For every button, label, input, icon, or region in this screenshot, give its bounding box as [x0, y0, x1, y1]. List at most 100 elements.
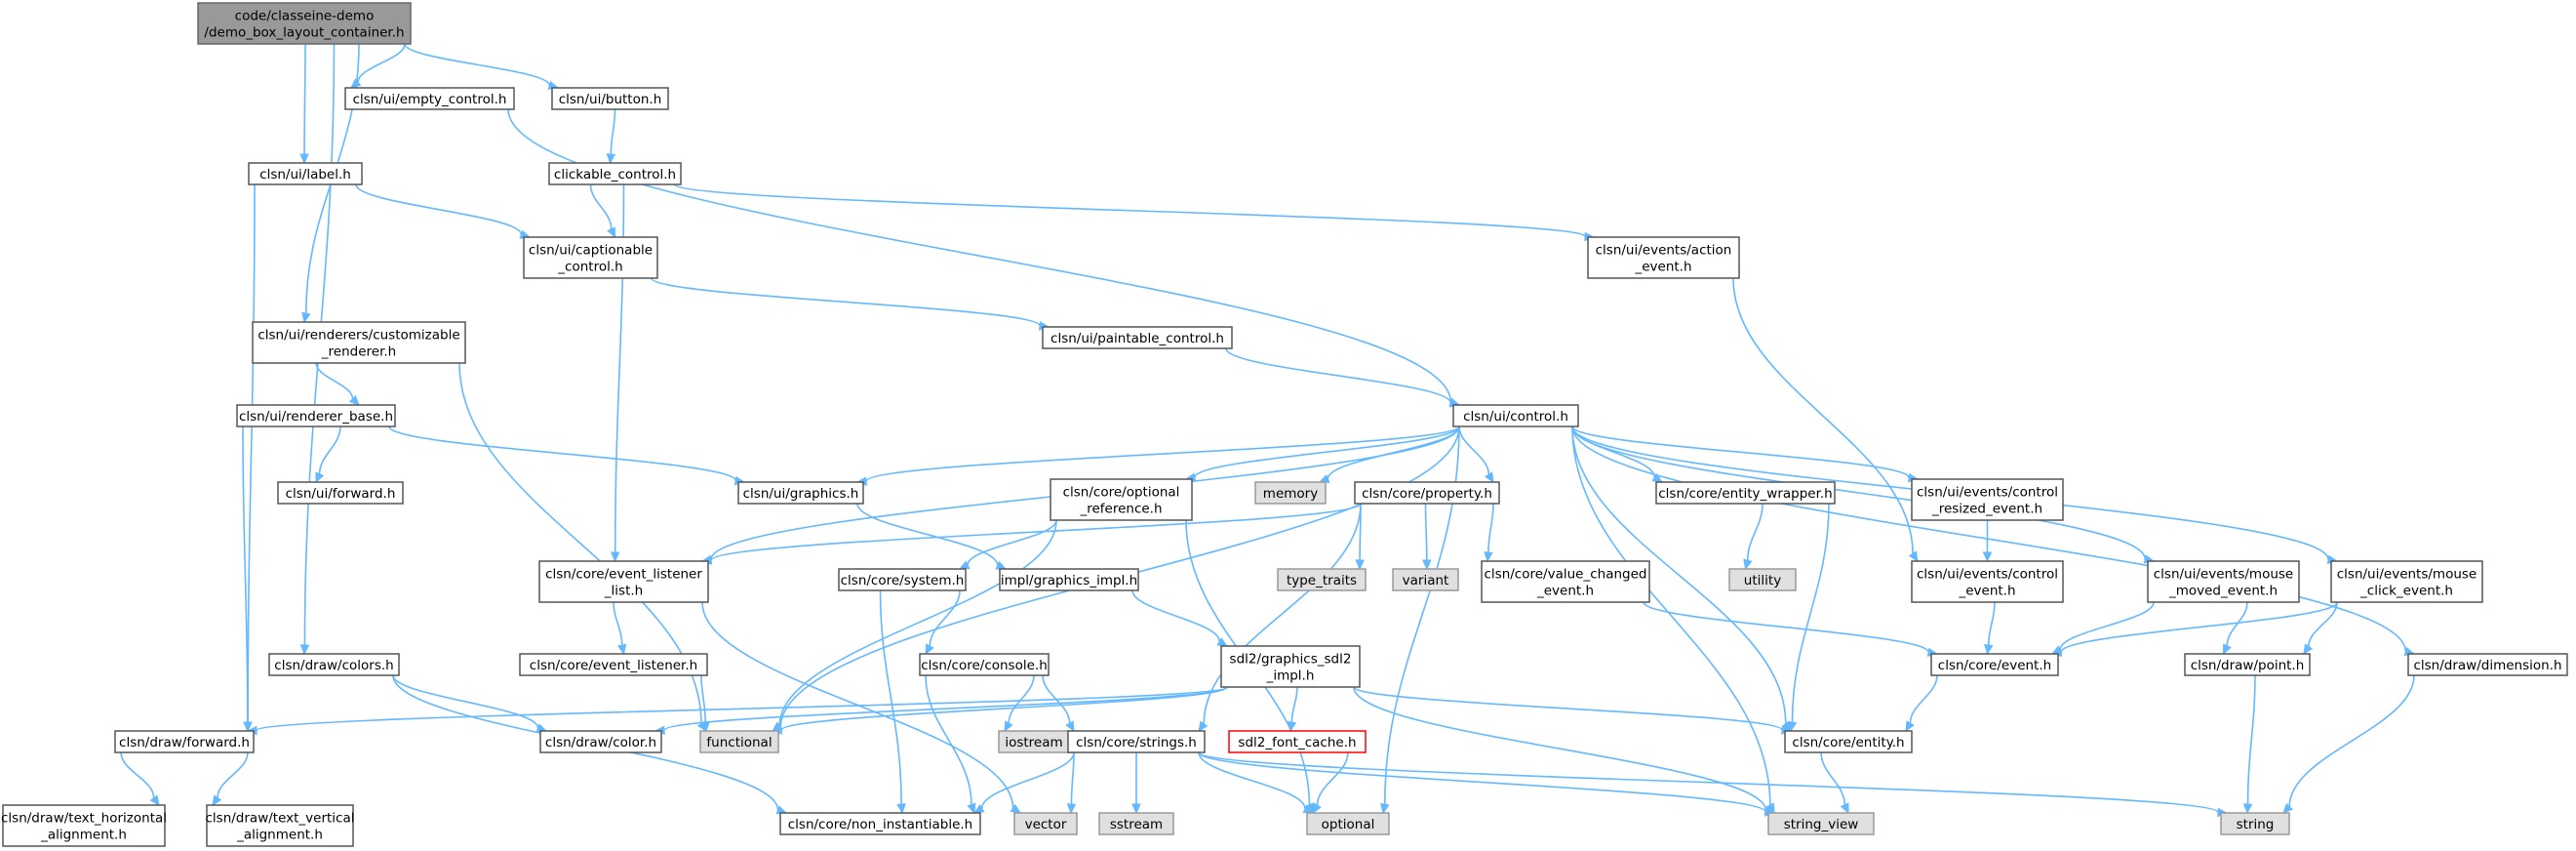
node-non_instantiable[interactable]: clsn/core/non_instantiable.h: [779, 812, 981, 835]
node-draw_point[interactable]: clsn/draw/point.h: [2184, 653, 2311, 676]
node-utility[interactable]: utility: [1728, 568, 1797, 591]
node-ui_forward[interactable]: clsn/ui/forward.h: [277, 481, 404, 505]
node-string_view[interactable]: string_view: [1767, 812, 1875, 835]
node-vector[interactable]: vector: [1013, 812, 1078, 835]
node-control_resized[interactable]: clsn/ui/events/control_resized_event.h: [1911, 478, 2064, 521]
node-customizable_renderer[interactable]: clsn/ui/renderers/customizable_renderer.…: [252, 321, 466, 364]
node-property[interactable]: clsn/core/property.h: [1354, 481, 1500, 505]
edge-event_listener_list-to-event_listener: [613, 601, 627, 656]
node-entity_wrapper[interactable]: clsn/core/entity_wrapper.h: [1655, 481, 1836, 505]
node-label: clsn/ui/forward.h: [286, 486, 396, 502]
node-label: clsn/core/entity_wrapper.h: [1658, 486, 1833, 502]
node-label[interactable]: clsn/ui/label.h: [248, 162, 363, 185]
node-draw_colors[interactable]: clsn/draw/colors.h: [268, 653, 400, 676]
node-label: clsn/ui/captionable: [529, 243, 653, 259]
edge-line: [879, 589, 902, 805]
edge-line: [1732, 277, 1914, 554]
node-graphics[interactable]: clsn/ui/graphics.h: [737, 481, 864, 505]
node-paintable_control[interactable]: clsn/ui/paintable_control.h: [1042, 326, 1233, 349]
edge-arrowhead: [925, 643, 934, 656]
edge-line: [613, 601, 623, 646]
node-sdl2_font_cache[interactable]: sdl2_font_cache.h: [1228, 730, 1367, 753]
edge-clickable_control-to-action_event: [674, 183, 1596, 242]
edge-arrowhead: [1908, 550, 1919, 563]
node-root[interactable]: code/classeine-demo/demo_box_layout_cont…: [197, 2, 412, 45]
edge-label-to-draw_forward: [243, 183, 256, 733]
edge-line: [865, 426, 1460, 482]
node-box: [919, 653, 1050, 676]
node-box: [2184, 653, 2311, 676]
node-console[interactable]: clsn/core/console.h: [919, 653, 1050, 676]
node-label: clsn/core/property.h: [1362, 486, 1492, 502]
node-draw_forward[interactable]: clsn/draw/forward.h: [114, 730, 255, 753]
node-label: clsn/draw/dimension.h: [2413, 658, 2561, 673]
node-draw_color[interactable]: clsn/draw/color.h: [539, 730, 662, 753]
node-box: [206, 804, 354, 847]
edge-line: [318, 426, 341, 474]
node-value_changed[interactable]: clsn/core/value_changed_event.h: [1481, 560, 1650, 603]
node-event_listener_list[interactable]: clsn/core/event_listener_list.h: [538, 560, 709, 603]
node-clickable_control[interactable]: clickable_control.h: [548, 162, 682, 185]
node-box: [1354, 481, 1500, 505]
node-mouse_moved[interactable]: clsn/ui/events/mouse_moved_event.h: [2147, 560, 2300, 603]
node-action_event[interactable]: clsn/ui/events/action_event.h: [1587, 236, 1740, 279]
node-label: clsn/ui/events/action: [1596, 243, 1732, 259]
edge-line: [2059, 601, 2155, 651]
node-renderer_base[interactable]: clsn/ui/renderer_base.h: [236, 404, 396, 427]
node-memory[interactable]: memory: [1254, 481, 1327, 505]
node-type_traits[interactable]: type_traits: [1277, 568, 1367, 591]
node-text_v_align[interactable]: clsn/draw/text_vertical_alignment.h: [205, 804, 355, 847]
node-optional_reference[interactable]: clsn/core/optional_reference.h: [1050, 478, 1193, 521]
node-label: clsn/core/non_instantiable.h: [788, 817, 972, 832]
node-core_strings[interactable]: clsn/core/strings.h: [1067, 730, 1206, 753]
edge-arrowhead: [348, 394, 360, 406]
edge-arrowhead: [1484, 551, 1493, 563]
node-label: _event.h: [1958, 584, 2015, 599]
node-empty_control[interactable]: clsn/ui/empty_control.h: [344, 87, 515, 110]
edge-draw_dimension-to-string: [2282, 674, 2415, 814]
node-core_system[interactable]: clsn/core/system.h: [838, 568, 967, 591]
node-core_event[interactable]: clsn/core/event.h: [1930, 653, 2059, 676]
edge-line: [1571, 426, 1787, 724]
node-graphics_impl[interactable]: impl/graphics_impl.h: [999, 568, 1139, 591]
node-mouse_click[interactable]: clsn/ui/events/mouse_click_event.h: [2330, 560, 2483, 603]
node-optional[interactable]: optional: [1306, 812, 1390, 835]
edge-draw_point-to-string: [2242, 674, 2256, 815]
node-event_listener[interactable]: clsn/core/event_listener.h: [519, 653, 708, 676]
node-captionable[interactable]: clsn/ui/captionable_control.h: [523, 236, 658, 279]
edge-line: [2308, 601, 2338, 647]
node-box: [1306, 812, 1390, 835]
edge-arrowhead: [1004, 720, 1013, 733]
node-control[interactable]: clsn/ui/control.h: [1452, 404, 1579, 427]
node-iostream[interactable]: iostream: [998, 730, 1070, 753]
node-box: [248, 162, 363, 185]
edge-optional_reference-to-functional: [772, 519, 1057, 732]
edge-arrowhead: [1131, 803, 1141, 815]
node-box: [1050, 478, 1193, 521]
node-entity[interactable]: clsn/core/entity.h: [1784, 730, 1913, 753]
node-variant[interactable]: variant: [1392, 568, 1459, 591]
node-label: _event.h: [1536, 584, 1594, 599]
node-label: clsn/ui/control.h: [1463, 409, 1568, 425]
node-sdl2_graphics[interactable]: sdl2/graphics_sdl2_impl.h: [1220, 645, 1361, 688]
edge-paintable_control-to-control: [1225, 347, 1461, 408]
node-string[interactable]: string: [2220, 812, 2290, 835]
node-text_h_align[interactable]: clsn/draw/text_horizontal_alignment.h: [1, 804, 167, 847]
node-label: functional: [706, 735, 772, 750]
node-draw_dimension[interactable]: clsn/draw/dimension.h: [2407, 653, 2568, 676]
node-button[interactable]: clsn/ui/button.h: [551, 87, 669, 110]
edge-core_strings-to-string: [1198, 751, 2229, 818]
edge-line: [355, 183, 523, 235]
edge-arrowhead: [1840, 802, 1849, 815]
node-label: clickable_control.h: [554, 167, 676, 182]
node-sstream[interactable]: sstream: [1098, 812, 1174, 835]
edge-arrowhead: [896, 803, 906, 815]
node-functional[interactable]: functional: [699, 730, 779, 753]
node-label: code/classeine-demo: [235, 9, 375, 24]
edge-line: [1571, 426, 1771, 806]
edge-property-to-event_listener_list: [700, 503, 1362, 565]
node-control_event[interactable]: clsn/ui/events/control_event.h: [1911, 560, 2064, 603]
edge-line: [651, 277, 1041, 327]
node-label: impl/graphics_impl.h: [1001, 573, 1137, 588]
